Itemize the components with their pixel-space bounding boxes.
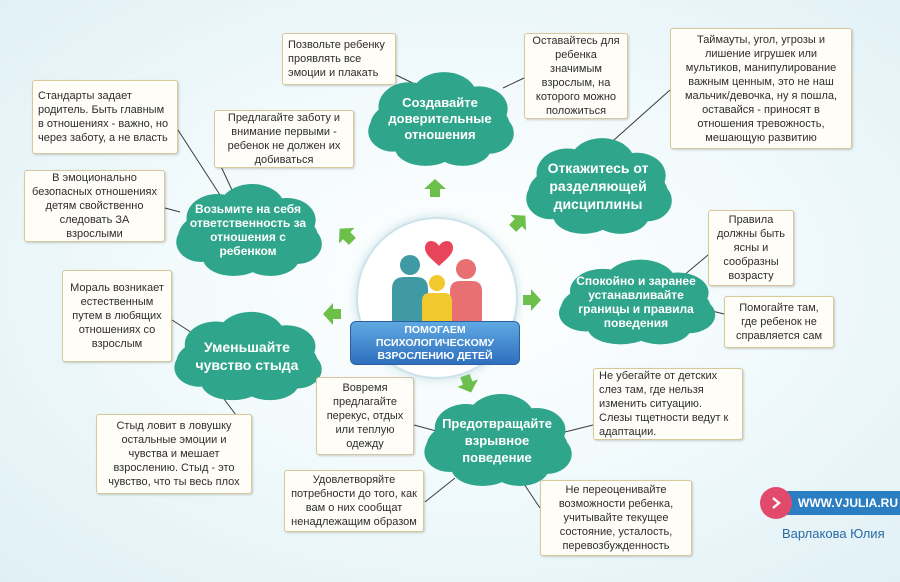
- branch-title-trust: Создавайте доверительные отношения: [388, 95, 492, 142]
- note-responsibility-3: В эмоционально безопасных отношениях дет…: [24, 170, 165, 242]
- author-name: Варлакова Юлия: [782, 526, 885, 541]
- site-url-link[interactable]: WWW.VJULIA.RU: [798, 496, 898, 510]
- note-explosive-2: Не убегайте от детских слез там, где нел…: [593, 368, 743, 440]
- cloud-explosive: Предотвращайте взрывное поведение: [414, 390, 580, 490]
- center-title-banner: ПОМОГАЕМ ПСИХОЛОГИЧЕСКОМУ ВЗРОСЛЕНИЮ ДЕТ…: [350, 321, 520, 365]
- cloud-discipline: Откажитесь от разделяющей дисциплины: [516, 134, 680, 238]
- cloud-shape: [424, 394, 572, 486]
- note-boundaries-1: Правила должны быть ясны и сообразны воз…: [708, 210, 794, 286]
- arrow-right-icon: [523, 289, 541, 311]
- branch-title-explosive: Предотвращайте взрывное поведение: [442, 415, 552, 465]
- arrow-up-left-icon: [338, 227, 356, 245]
- branch-title-shame: Уменьшайте чувство стыда: [195, 339, 299, 373]
- cloud-trust: Создавайте доверительные отношения: [358, 68, 522, 170]
- cloud-shape: [559, 259, 716, 345]
- site-badge-bar: [772, 491, 900, 515]
- note-explosive-4: Не переоценивайте возможности ребенка, у…: [540, 480, 692, 556]
- note-shame-1: Мораль возникает естественным путем в лю…: [62, 270, 172, 362]
- family-heart-icon: [392, 240, 482, 323]
- note-shame-2: Стыд ловит в ловушку остальные эмоции и …: [96, 414, 252, 494]
- cloud-shape: [176, 184, 322, 276]
- cloud-shape: [174, 311, 322, 401]
- note-explosive-1: Вовремя предлагайте перекус, отдых или т…: [316, 377, 414, 455]
- note-boundaries-2: Помогайте там, где ребенок не справляетс…: [724, 296, 834, 348]
- note-trust-1: Позвольте ребенку проявлять все эмоции и…: [282, 33, 396, 85]
- branch-title-discipline: Откажитесь от разделяющей дисциплины: [547, 160, 649, 212]
- note-trust-2: Оставайтесь для ребенка значимым взрослы…: [524, 33, 628, 119]
- cloud-responsibility: Возьмите на себя ответственность за отно…: [166, 180, 330, 280]
- site-badge[interactable]: WWW.VJULIA.RU: [760, 487, 900, 519]
- note-responsibility-2: Предлагайте заботу и внимание первыми - …: [214, 110, 354, 168]
- arrow-up-right-icon: [509, 214, 527, 232]
- arrow-down-icon: [457, 373, 478, 393]
- branch-title-responsibility: Возьмите на себя ответственность за отно…: [189, 202, 307, 258]
- arrow-up-icon: [424, 179, 446, 197]
- note-explosive-3: Удовлетворяйте потребности до того, как …: [284, 470, 424, 532]
- note-responsibility-1: Стандарты задает родитель. Быть главным …: [32, 80, 178, 154]
- cloud-shape: [368, 72, 514, 166]
- branch-title-boundaries: Спокойно и заранее устанавливайте границ…: [576, 274, 696, 330]
- cloud-shame: Уменьшайте чувство стыда: [164, 308, 330, 404]
- arrow-left-icon: [323, 303, 341, 325]
- cloud-shape: [526, 138, 672, 234]
- note-discipline-1: Таймауты, угол, угрозы и лишение игрушек…: [670, 28, 852, 149]
- chevron-right-icon: [760, 487, 792, 519]
- cloud-boundaries: Спокойно и заранее устанавливайте границ…: [548, 256, 724, 348]
